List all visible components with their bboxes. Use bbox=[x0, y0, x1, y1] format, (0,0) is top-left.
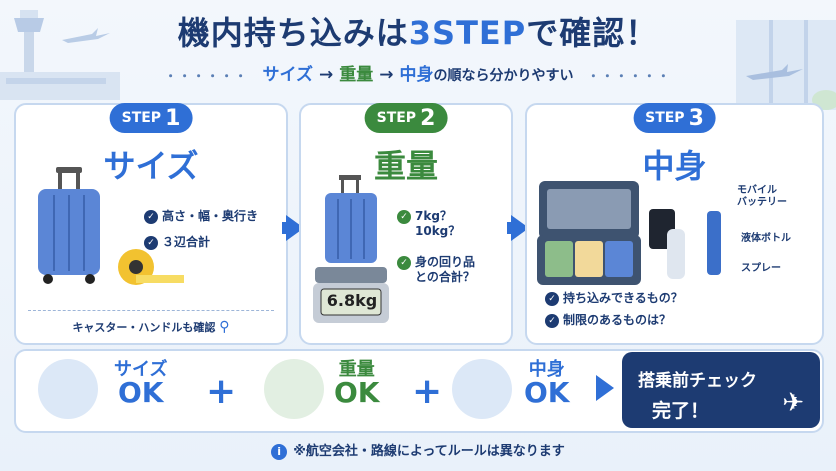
check-height-width-depth: ✓高さ・幅・奥行き bbox=[144, 209, 258, 224]
magnifier-icon: ⚲ bbox=[219, 319, 230, 335]
label-mobile-battery: モバイル バッテリー bbox=[737, 185, 787, 208]
footer-note: i※航空会社・路線によってルールは異なります bbox=[0, 440, 836, 460]
page-title: 機内持ち込みは3STEPで確認！ bbox=[177, 14, 659, 52]
step1-title: サイズ bbox=[103, 147, 199, 185]
check-three-sides-total: ✓３辺合計 bbox=[144, 235, 210, 250]
check-personal-items-total: ✓身の回り品 との合計？ bbox=[397, 255, 475, 285]
scale-reading: 6.8kg bbox=[326, 291, 378, 310]
suitcase-on-scale-icon bbox=[313, 175, 389, 323]
step3-title: 中身 bbox=[642, 147, 707, 185]
open-suitcase-icon bbox=[537, 181, 721, 285]
check-can-carry-on: ✓持ち込みできるもの？ bbox=[545, 291, 683, 306]
suitcase-icon bbox=[38, 167, 100, 284]
pre-boarding-check-complete: 搭乗前チェック 完了！ ✈ bbox=[622, 352, 820, 428]
check-7kg-10kg: ✓7kg？ 10kg？ bbox=[397, 209, 460, 239]
check-restricted-items: ✓制限のあるものは？ bbox=[545, 313, 671, 328]
suitcase-circle-icon bbox=[38, 359, 98, 419]
subtitle: ・・・・・・ サイズ→重量→中身の順なら分かりやすい ・・・・・・ bbox=[164, 65, 672, 85]
label-spray: スプレー bbox=[741, 263, 781, 274]
open-suitcase-circle-icon bbox=[452, 359, 512, 419]
airplane-icon: ✈ bbox=[782, 388, 804, 418]
airport-tower-illustration bbox=[0, 10, 120, 100]
arrow-step2-to-step3-icon bbox=[511, 215, 529, 241]
info-icon: i bbox=[271, 443, 288, 460]
arrow-to-complete-icon bbox=[596, 375, 614, 401]
plus-icon: + bbox=[206, 371, 237, 412]
step2-title: 重量 bbox=[373, 147, 438, 185]
plus-icon: + bbox=[412, 371, 443, 412]
airport-window-illustration bbox=[736, 20, 836, 110]
tape-measure-icon bbox=[118, 249, 184, 285]
casters-handle-note: キャスター・ハンドルも確認 ⚲ bbox=[28, 310, 274, 335]
label-liquid-bottle: 液体ボトル bbox=[741, 233, 791, 244]
scale-circle-icon bbox=[264, 359, 324, 419]
